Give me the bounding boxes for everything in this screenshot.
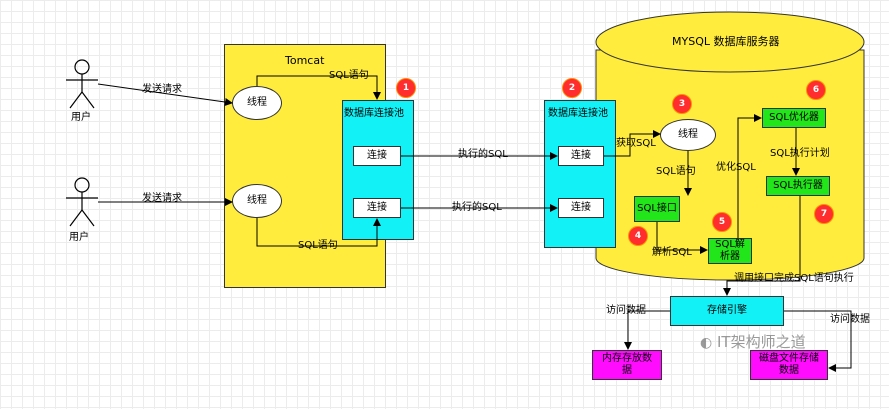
watermark: ◐ IT架构师之道 xyxy=(700,333,806,351)
server-title: MYSQL 数据库服务器 xyxy=(672,35,780,48)
storage-engine-box: 存储引擎 xyxy=(670,296,784,326)
step-badge: 2 xyxy=(562,78,582,98)
edge-label-sql-statement: SQL语句 xyxy=(656,166,696,177)
edge-label-access-data: 访问数据 xyxy=(606,305,646,316)
edge-label-access-data: 访问数据 xyxy=(830,314,870,325)
edge-label-get-sql: 获取SQL xyxy=(616,138,656,149)
edge-label-sql-statement: SQL语句 xyxy=(298,240,338,251)
user-label: 用户 xyxy=(69,232,89,243)
edge-label-parse-sql: 解析SQL xyxy=(652,247,692,258)
client-pool-title: 数据库连接池 xyxy=(344,108,404,119)
step-badge: 3 xyxy=(672,94,692,114)
server-pool-title: 数据库连接池 xyxy=(548,108,608,119)
step-badge: 5 xyxy=(712,212,732,232)
step-badge: 4 xyxy=(628,226,648,246)
memory-storage-box: 内存存放数据 xyxy=(592,350,662,380)
edge-label-call-interface: 调用接口完成SQL语句执行 xyxy=(734,273,854,284)
sql-executor-box: SQL执行器 xyxy=(766,176,830,196)
sql-optimizer-box: SQL优化器 xyxy=(762,108,826,128)
edge-label-executed-sql: 执行的SQL xyxy=(452,202,502,213)
connection-box: 连接 xyxy=(558,146,604,166)
edge-label-executed-sql: 执行的SQL xyxy=(458,149,508,160)
edge-label-send-request: 发送请求 xyxy=(142,193,182,204)
server-thread-node: 线程 xyxy=(660,119,716,151)
step-badge: 7 xyxy=(814,204,834,224)
tomcat-title: Tomcat xyxy=(285,54,325,67)
step-badge: 1 xyxy=(396,78,416,98)
sql-interface-box: SQL接口 xyxy=(634,196,680,222)
sql-parser-box: SQL解析器 xyxy=(708,238,752,264)
connection-box: 连接 xyxy=(353,146,401,166)
watermark-text: IT架构师之道 xyxy=(717,333,806,351)
wechat-icon: ◐ xyxy=(700,335,713,351)
disk-storage-box: 磁盘文件存储数据 xyxy=(750,350,828,380)
edge-label-send-request: 发送请求 xyxy=(142,84,182,95)
connection-box: 连接 xyxy=(558,198,604,218)
step-badge: 6 xyxy=(806,80,826,100)
edge-label-optimize-sql: 优化SQL xyxy=(716,162,756,173)
connection-box: 连接 xyxy=(353,198,401,218)
user-label: 用户 xyxy=(71,112,91,123)
edge-label-exec-plan: SQL执行计划 xyxy=(770,148,830,159)
edge-label-sql-statement: SQL语句 xyxy=(329,70,369,81)
server-connection-pool xyxy=(544,100,616,248)
